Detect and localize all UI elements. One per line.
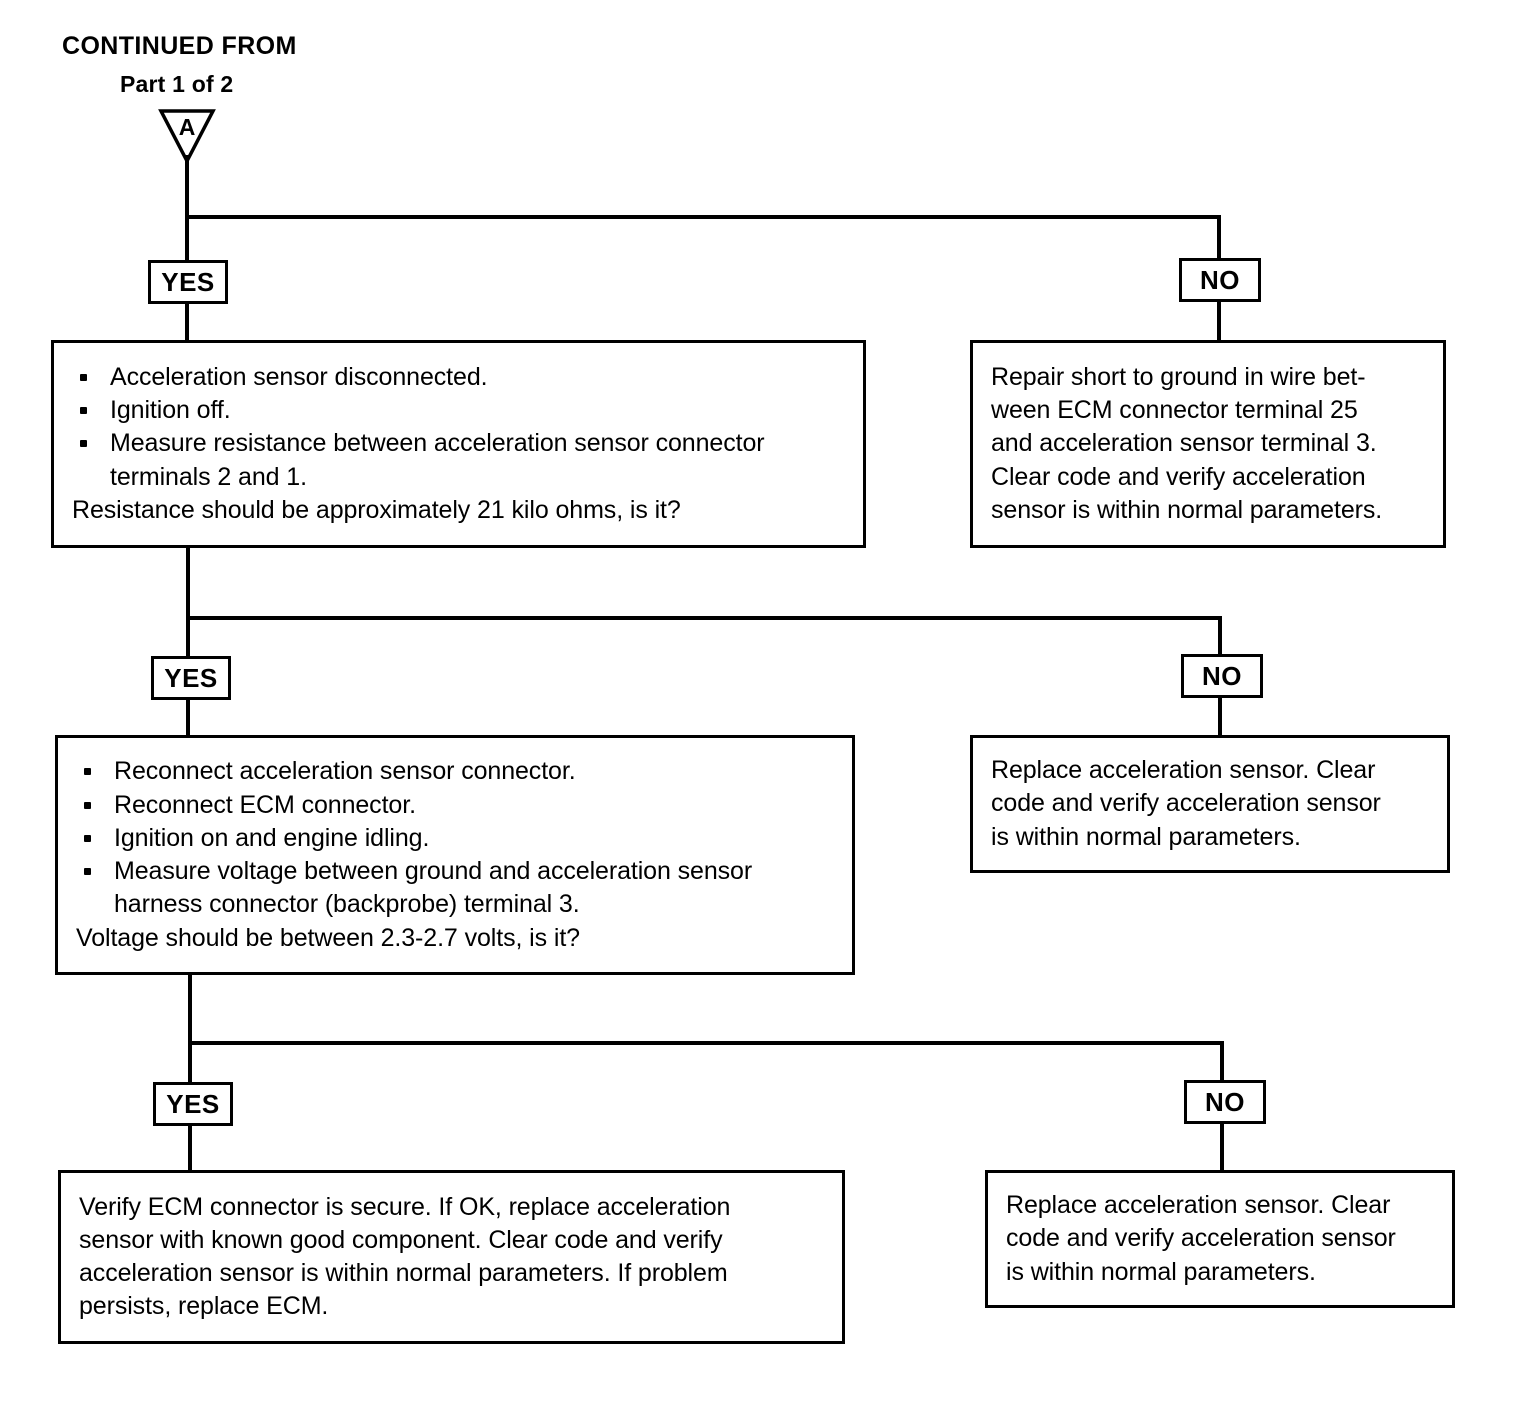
step-3-yes-node[interactable]: Verify ECM connector is secure. If OK, r… (58, 1170, 845, 1344)
node-text-line: code and verify acceleration sensor (991, 789, 1381, 818)
branch-1-yes-to-node (185, 302, 189, 342)
branch-3-yes-label[interactable]: YES (153, 1082, 233, 1126)
node-text-line: sensor with known good component. Clear … (79, 1225, 723, 1254)
inverted-triangle-icon (158, 109, 216, 164)
list-item: Reconnect ECM connector. (76, 789, 834, 822)
step-2-bullet-list: Reconnect acceleration sensor connector.… (76, 755, 834, 921)
list-item: Ignition off. (72, 394, 845, 427)
node-text-line: persists, replace ECM. (79, 1292, 329, 1321)
list-item: Measure resistance between acceleration … (72, 427, 845, 494)
node-text-line: and acceleration sensor terminal 3. (991, 429, 1377, 458)
branch-3-no-label[interactable]: NO (1184, 1080, 1266, 1124)
branch-1-no-to-node (1217, 300, 1221, 342)
branch-2-yes-drop (186, 616, 190, 658)
branch-2-no-drop (1218, 616, 1222, 656)
node-text-line: Repair short to ground in wire bet- (991, 362, 1366, 391)
node-text-line: Replace acceleration sensor. Clear (991, 756, 1376, 785)
node-text-line: Clear code and verify acceleration (991, 462, 1366, 491)
branch-bar-2 (186, 616, 1222, 620)
node-text-line: Verify ECM connector is secure. If OK, r… (79, 1192, 731, 1221)
branch-1-no-label[interactable]: NO (1179, 258, 1261, 302)
continued-from-heading: CONTINUED FROM (62, 32, 297, 60)
branch-3-yes-to-node (188, 1124, 192, 1172)
node-text-line: acceleration sensor is within normal par… (79, 1259, 728, 1287)
branch-2-no-label[interactable]: NO (1181, 654, 1263, 698)
branch-2-yes-to-node (186, 698, 190, 737)
branch-1-no-drop (1217, 215, 1221, 258)
branch-3-no-drop (1220, 1041, 1224, 1082)
list-item: Measure voltage between ground and accel… (76, 855, 834, 922)
list-item: Reconnect acceleration sensor connector. (76, 755, 834, 788)
list-item: Ignition on and engine idling. (76, 822, 834, 855)
connector-a-stem (185, 155, 189, 219)
branch-3-no-to-node (1220, 1122, 1224, 1170)
step-2-question: Voltage should be between 2.3-2.7 volts,… (76, 923, 580, 952)
part-subtitle: Part 1 of 2 (120, 71, 234, 97)
branch-2-no-to-node (1218, 696, 1222, 737)
step-2-yes-node-exit (188, 973, 192, 1045)
branch-bar-3 (188, 1041, 1224, 1045)
step-1-question: Resistance should be approximately 21 ki… (72, 495, 681, 524)
node-text-line: is within normal parameters. (991, 822, 1301, 851)
step-1-yes-node[interactable]: Acceleration sensor disconnected. Igniti… (51, 340, 866, 548)
node-text-line: ween ECM connector terminal 25 (991, 396, 1358, 425)
branch-3-yes-drop (188, 1041, 192, 1084)
branch-2-yes-label[interactable]: YES (151, 656, 231, 700)
step-3-no-node[interactable]: Replace acceleration sensor. Clear code … (985, 1170, 1455, 1308)
step-1-bullet-list: Acceleration sensor disconnected. Igniti… (72, 361, 845, 494)
branch-bar-1 (185, 215, 1221, 219)
step-2-no-node[interactable]: Replace acceleration sensor. Clear code … (970, 735, 1450, 873)
step-2-yes-node[interactable]: Reconnect acceleration sensor connector.… (55, 735, 855, 975)
node-text-line: is within normal parameters. (1006, 1257, 1316, 1286)
node-text-line: sensor is within normal parameters. (991, 495, 1383, 524)
node-text-line: code and verify acceleration sensor (1006, 1224, 1396, 1253)
step-1-yes-node-exit (186, 546, 190, 620)
list-item: Acceleration sensor disconnected. (72, 361, 845, 394)
step-1-no-node[interactable]: Repair short to ground in wire bet- ween… (970, 340, 1446, 548)
branch-1-yes-label[interactable]: YES (148, 260, 228, 304)
node-text-line: Replace acceleration sensor. Clear (1006, 1191, 1391, 1220)
branch-1-yes-drop (185, 215, 189, 262)
